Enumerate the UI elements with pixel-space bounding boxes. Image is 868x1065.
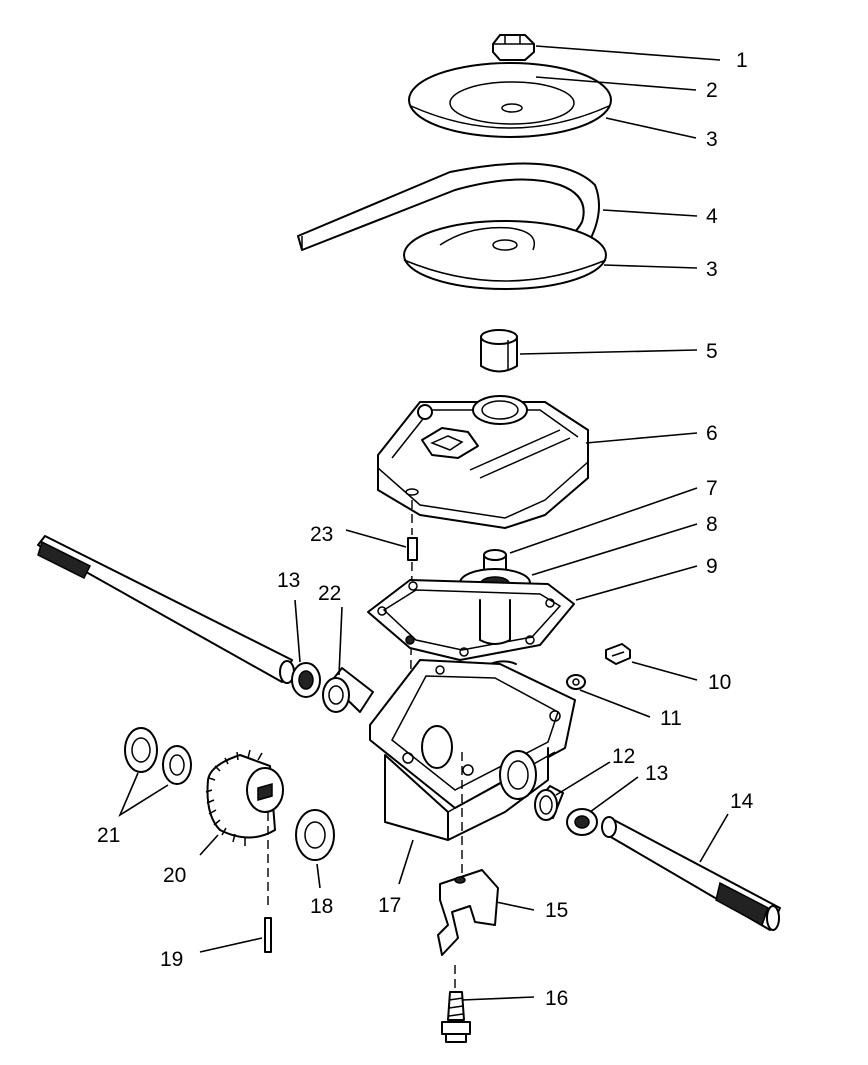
part-21-washers <box>124 727 192 785</box>
callout-18: 18 <box>310 895 333 918</box>
part-10-screw <box>605 643 631 665</box>
callout-15: 15 <box>545 899 568 922</box>
part-6-case-cover <box>377 395 589 529</box>
callout-14: 14 <box>730 790 754 813</box>
part-20-drive-gear <box>205 749 284 846</box>
callout-5: 5 <box>706 340 718 363</box>
callout-13-left: 13 <box>277 569 300 592</box>
part-3-lower-plate <box>403 220 607 290</box>
callout-17: 17 <box>378 894 401 917</box>
part-17-gear-case <box>369 659 576 841</box>
callout-4: 4 <box>706 205 718 228</box>
callout-20: 20 <box>163 864 186 887</box>
callout-12: 12 <box>612 745 635 768</box>
part-5-spacer <box>480 329 518 373</box>
part-16-bolt <box>441 991 471 1043</box>
leader-lines <box>118 45 729 1001</box>
callout-8: 8 <box>706 513 718 536</box>
part-1-hex-nut <box>492 34 535 61</box>
callout-19: 19 <box>160 948 183 971</box>
callout-9: 9 <box>706 555 718 578</box>
callout-7: 7 <box>706 477 718 500</box>
part-12-bushing <box>534 785 564 821</box>
callout-21: 21 <box>97 824 120 847</box>
callout-labels: 1 2 3 4 3 5 6 7 8 9 10 11 12 13 13 14 15… <box>97 49 754 1010</box>
callout-13-right: 13 <box>645 762 668 785</box>
part-3-upper-plate <box>408 62 612 138</box>
part-22-bushing <box>322 667 374 713</box>
part-23-dowel-pin <box>407 537 418 561</box>
callout-3-upper: 3 <box>706 128 718 151</box>
part-18-washer <box>295 809 335 861</box>
callout-6: 6 <box>706 422 718 445</box>
left-axle <box>37 535 295 684</box>
callout-3-lower: 3 <box>706 258 718 281</box>
part-14-right-axle <box>601 816 781 931</box>
callout-22: 22 <box>318 582 341 605</box>
part-13-seal-left <box>291 662 321 698</box>
part-9-gasket <box>367 579 575 661</box>
part-11-washer <box>566 674 586 690</box>
callout-10: 10 <box>708 671 731 694</box>
callout-23: 23 <box>310 523 333 546</box>
callout-1: 1 <box>736 49 748 72</box>
callout-11: 11 <box>660 707 682 730</box>
callout-16: 16 <box>545 987 568 1010</box>
part-19-roll-pin <box>264 917 272 953</box>
callout-2: 2 <box>706 79 718 102</box>
part-15-shift-fork <box>437 869 499 956</box>
part-13-seal-right <box>566 808 598 836</box>
